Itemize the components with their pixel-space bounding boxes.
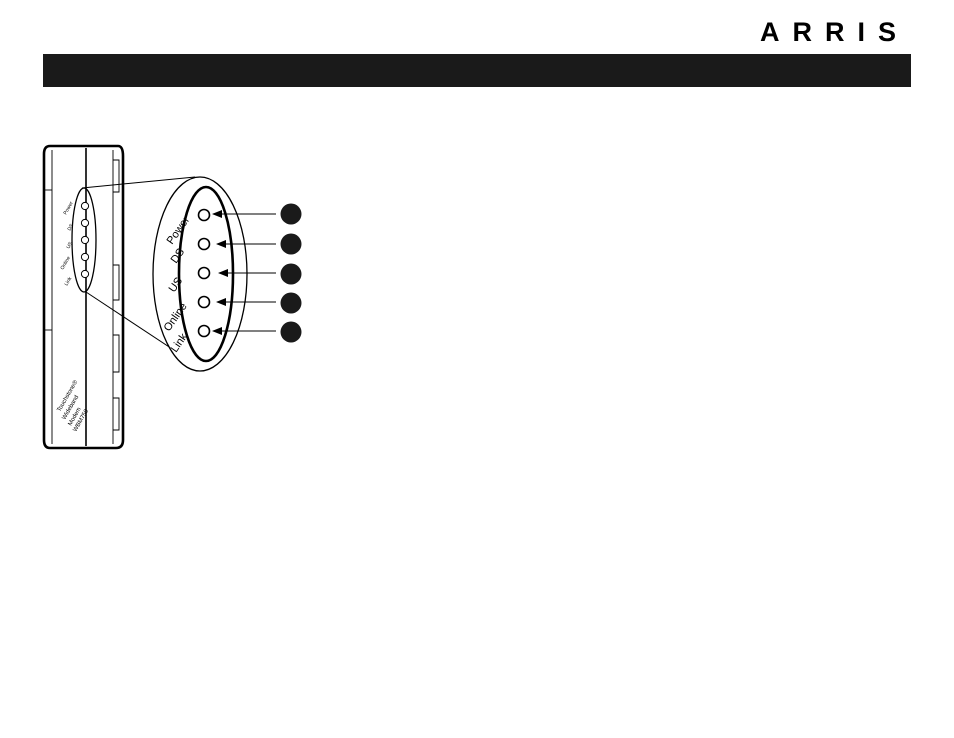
modem-device	[42, 144, 125, 450]
callout-1	[280, 203, 302, 225]
device-power-led	[80, 201, 90, 211]
device-label-link: Link	[64, 276, 74, 287]
power-led	[197, 208, 211, 222]
callout-5	[280, 321, 302, 343]
link-led	[197, 324, 211, 338]
callout-4	[280, 292, 302, 314]
device-link-led	[80, 269, 90, 279]
device-us-led	[80, 235, 90, 245]
ds-led	[197, 237, 211, 251]
callout-arrows	[212, 210, 276, 335]
device-ds-led	[80, 218, 90, 228]
device-label-ds: DS	[67, 222, 76, 232]
us-led	[197, 266, 211, 280]
callout-2	[280, 233, 302, 255]
arris-logo: ARRIS	[760, 17, 909, 46]
arris-logo-text: ARRIS	[760, 17, 909, 46]
section-header-bar	[43, 54, 911, 87]
device-online-led	[80, 252, 90, 262]
device-label-online: Online	[60, 255, 73, 271]
callout-3	[280, 263, 302, 285]
device-led-group	[80, 201, 90, 279]
online-led	[197, 295, 211, 309]
device-label-us: US	[66, 240, 75, 250]
